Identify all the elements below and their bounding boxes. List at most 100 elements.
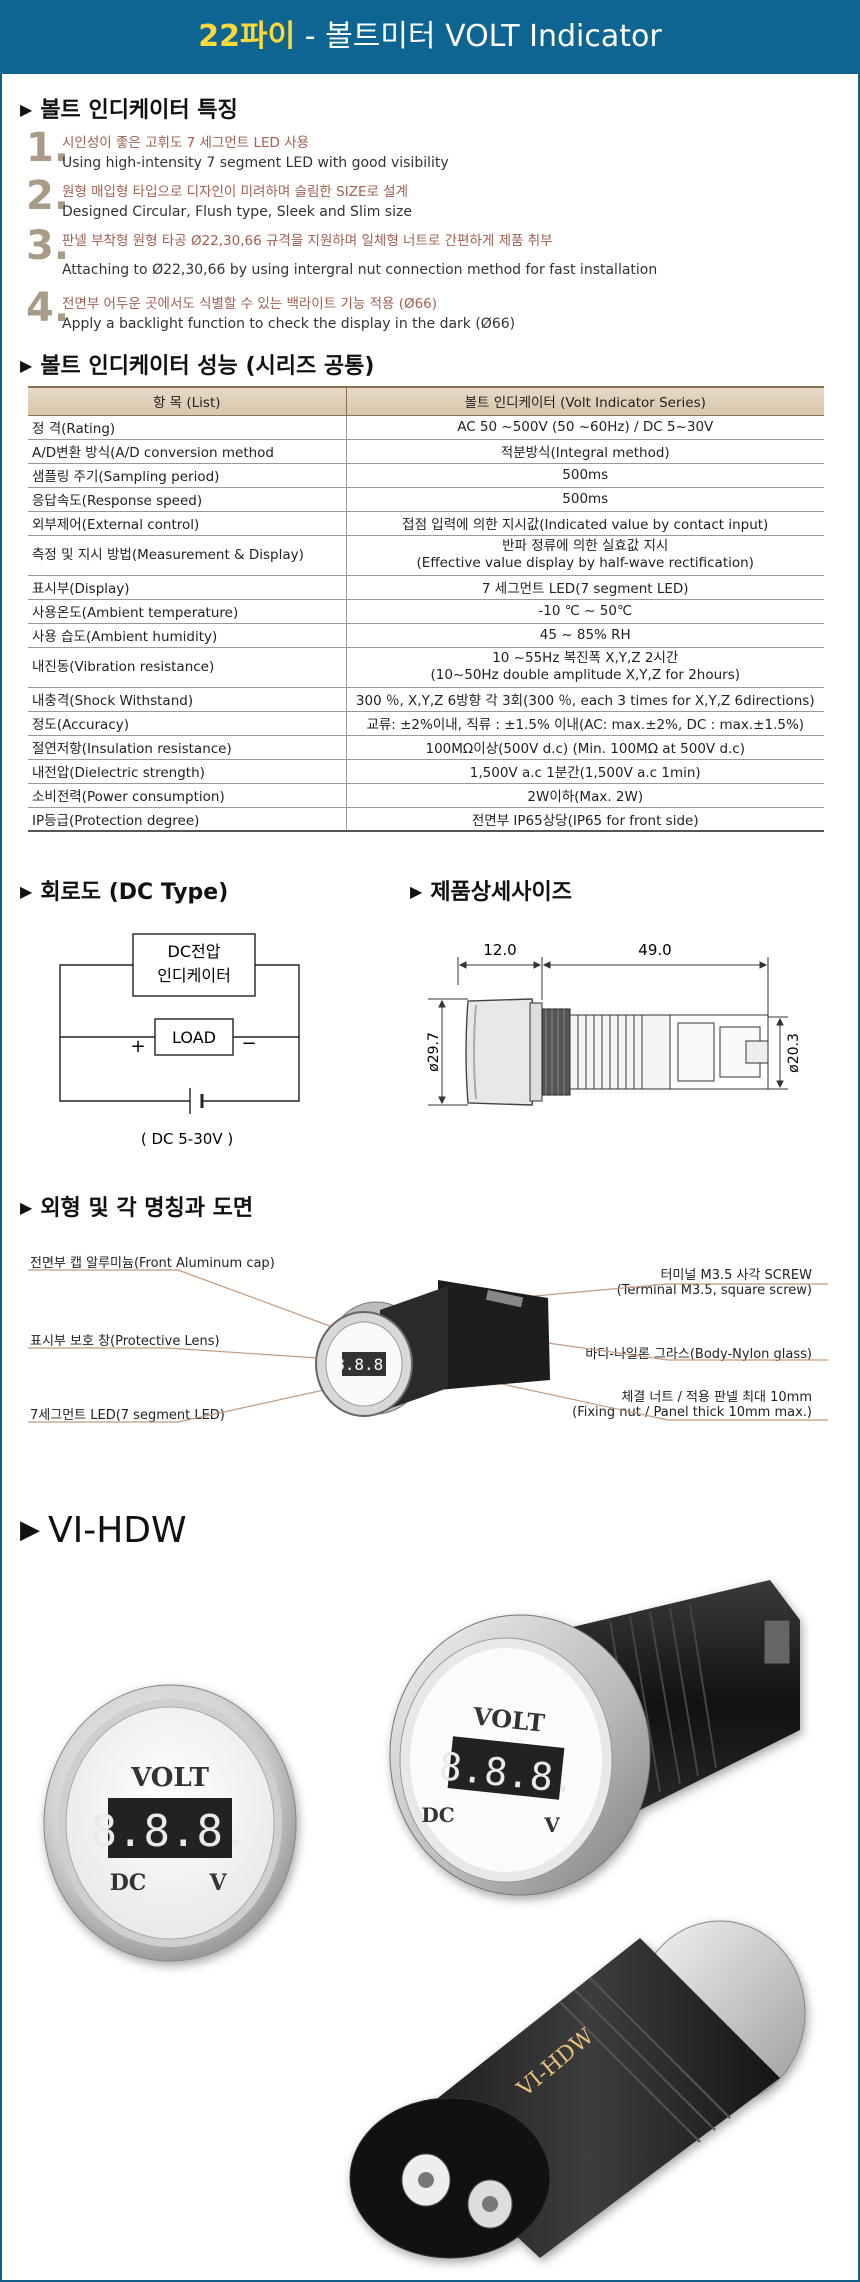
feature-number-3: 3.	[26, 223, 70, 269]
plus-sign: +	[130, 1036, 145, 1057]
table-row: IP등급(Protection degree)전면부 IP65상당(IP65 f…	[28, 807, 824, 832]
table-row: 내전압(Dielectric strength)1,500V a.c 1분간(1…	[28, 759, 824, 784]
triangle-bullet-icon: ▶	[20, 100, 33, 119]
feature-ko-3: 판넬 부착형 원형 타공 Ø22,30,66 규격을 지원하며 일체형 너트로 …	[62, 233, 553, 249]
spec-item: 샘플링 주기(Sampling period)	[28, 463, 347, 488]
spec-value-line2: (10~50Hz double amplitude X,Y,Z for 2hou…	[430, 667, 741, 683]
feature-en-4: Apply a backlight function to check the …	[62, 316, 516, 332]
performance-heading: ▶볼트 인디케이터 성능 (시리즈 공통)	[20, 348, 374, 380]
angled-v-label: V	[543, 1813, 560, 1837]
spec-item: 측정 및 지시 방법(Measurement & Display)	[28, 535, 347, 576]
table-row: 사용온도(Ambient temperature)-10 ℃ ~ 50℃	[28, 599, 824, 624]
circuit-heading: ▶ 회로도 (DC Type)	[20, 874, 228, 906]
feature-number-4: 4.	[26, 285, 70, 331]
product-rear-photo: VI-HDW	[349, 1920, 806, 2259]
title-banner: 22파이 - 볼트미터 VOLT Indicator	[0, 0, 860, 74]
spec-item: 정 격(Rating)	[28, 415, 347, 440]
front-dc-label: DC	[110, 1870, 147, 1896]
table-row: 응답속도(Response speed)500ms	[28, 487, 824, 512]
spec-value: 적분방식(Integral method)	[346, 439, 824, 464]
spec-item: 내충격(Shock Withstand)	[28, 687, 347, 712]
feature-en-2: Designed Circular, Flush type, Sleek and…	[62, 204, 412, 220]
features-title: 볼트 인디케이터 특징	[40, 98, 238, 123]
label-fixing-nut: 체결 너트 / 적용 판넬 최대 10mm (Fixing nut / Pane…	[572, 1386, 812, 1420]
spec-value: 반파 정류에 의한 실효값 지시(Effective value display…	[346, 535, 824, 576]
spec-value: 300 ％, X,Y,Z 6방향 각 3회(300 ％, each 3 time…	[346, 687, 824, 712]
indicator-box-line2: 인디케이터	[157, 966, 231, 985]
label-terminal-en: (Terminal M3.5, square screw)	[616, 1283, 812, 1298]
wire-bottom-left	[59, 1037, 190, 1102]
title-accent: 22파이	[198, 19, 296, 54]
dim-body-length: 49.0	[638, 941, 671, 959]
front-digits: 8.8.8.	[91, 1806, 250, 1857]
spec-value-line1: 반파 정류에 의한 실효값 지시	[502, 538, 669, 554]
parts-heading: ▶외형 및 각 명칭과 도면	[20, 1190, 253, 1222]
dimension-drawing: 12.0 49.0 ø29.7 ø20.3	[426, 941, 802, 1106]
table-row: 내충격(Shock Withstand)300 ％, X,Y,Z 6방향 각 3…	[28, 687, 824, 712]
spec-value: 10 ~55Hz 복진폭 X,Y,Z 2시간(10~50Hz double am…	[346, 647, 824, 688]
spec-value: 전면부 IP65상당(IP65 for front side)	[346, 807, 824, 832]
label-terminal: 터미널 M3.5 사각 SCREW (Terminal M3.5, square…	[617, 1264, 812, 1298]
size-title: 제품상세사이즈	[430, 880, 572, 905]
parts-digits: 8.8.8.	[335, 1355, 393, 1374]
table-row: 정도(Accuracy)교류: ±2%이내, 직류 : ±1.5% 이내(AC:…	[28, 711, 824, 736]
dim-body-diameter: ø20.3	[786, 1033, 802, 1073]
spec-value: 2W이하(Max. 2W)	[346, 783, 824, 808]
spec-value: 500ms	[346, 487, 824, 512]
spec-value-line1: 10 ~55Hz 복진폭 X,Y,Z 2시간	[492, 650, 679, 666]
wire-left	[59, 964, 155, 1038]
triangle-bullet-icon: ▶	[410, 882, 423, 901]
spec-item: 외부제어(External control)	[28, 511, 347, 536]
load-label: LOAD	[172, 1028, 216, 1047]
feature-ko-2: 원형 매입형 타입으로 디자인이 미려하며 슬림한 SIZE로 설계	[62, 184, 409, 200]
spec-value: 1,500V a.c 1분간(1,500V a.c 1min)	[346, 759, 824, 784]
spec-value: 교류: ±2%이내, 직류 : ±1.5% 이내(AC: max.±2%, DC…	[346, 711, 824, 736]
feature-ko-1: 시인성이 좋은 고휘도 7 세그먼트 LED 사용	[62, 135, 310, 151]
label-protective-lens: 표시부 보호 창(Protective Lens)	[30, 1334, 220, 1349]
spec-item: 소비전력(Power consumption)	[28, 783, 347, 808]
spec-value: 45 ~ 85% RH	[346, 623, 824, 648]
spec-value: 접점 입력에 의한 지시값(Indicated value by contact…	[346, 511, 824, 536]
spec-table: 항 목 (List) 볼트 인디케이터 (Volt Indicator Seri…	[28, 386, 824, 832]
parts-drawing: 8.8.8.	[28, 1269, 828, 1423]
table-row: 내진동(Vibration resistance)10 ~55Hz 복진폭 X,…	[28, 647, 824, 688]
spec-value-line2: (Effective value display by half-wave re…	[416, 555, 754, 571]
table-row: 절연저항(Insulation resistance)100MΩ이상(500V …	[28, 735, 824, 760]
spec-item: 사용온도(Ambient temperature)	[28, 599, 347, 624]
spec-header-value: 볼트 인디케이터 (Volt Indicator Series)	[346, 386, 824, 416]
feature-number-2: 2.	[26, 173, 70, 219]
minus-sign: −	[241, 1033, 256, 1054]
table-row: 사용 습도(Ambient humidity)45 ~ 85% RH	[28, 623, 824, 648]
size-heading: ▶ 제품상세사이즈	[410, 874, 572, 906]
label-front-cap: 전면부 캡 알루미늄(Front Aluminum cap)	[30, 1256, 275, 1271]
spec-value: -10 ℃ ~ 50℃	[346, 599, 824, 624]
spec-header-item: 항 목 (List)	[28, 386, 347, 416]
spec-item: 표시부(Display)	[28, 575, 347, 600]
front-v-label: V	[208, 1870, 227, 1896]
spec-value: 500ms	[346, 463, 824, 488]
circuit-title: 회로도 (DC Type)	[40, 880, 229, 905]
spec-item: 내전압(Dielectric strength)	[28, 759, 347, 784]
table-row: 측정 및 지시 방법(Measurement & Display)반파 정류에 …	[28, 535, 824, 576]
front-volt-label: VOLT	[130, 1763, 210, 1793]
triangle-bullet-icon: ▶	[20, 882, 33, 901]
label-body: 바디-나일론 그라스(Body-Nylon glass)	[585, 1347, 812, 1362]
feature-en-1: Using high-intensity 7 segment LED with …	[62, 155, 449, 171]
title-text: - 볼트미터 VOLT Indicator	[295, 19, 662, 54]
dim-front-diameter: ø29.7	[426, 1032, 442, 1072]
spec-item: IP등급(Protection degree)	[28, 807, 347, 832]
spec-table-header: 항 목 (List) 볼트 인디케이터 (Volt Indicator Seri…	[28, 386, 824, 416]
spec-item: 응답속도(Response speed)	[28, 487, 347, 512]
triangle-bullet-icon: ▶	[20, 1198, 33, 1217]
dim-front-length: 12.0	[483, 941, 516, 959]
spec-item: 정도(Accuracy)	[28, 711, 347, 736]
spec-value: AC 50 ~500V (50 ~60Hz) / DC 5~30V	[346, 415, 824, 440]
spec-value: 7 세그먼트 LED(7 segment LED)	[346, 575, 824, 600]
table-row: 외부제어(External control)접점 입력에 의한 지시값(Indi…	[28, 511, 824, 536]
spec-item: 절연저항(Insulation resistance)	[28, 735, 347, 760]
performance-title: 볼트 인디케이터 성능 (시리즈 공통)	[40, 354, 375, 379]
label-fixing-nut-en: (Fixing nut / Panel thick 10mm max.)	[572, 1405, 812, 1420]
load-box	[154, 1018, 234, 1056]
model-heading: ▶VI-HDW	[20, 1510, 187, 1551]
table-row: 소비전력(Power consumption)2W이하(Max. 2W)	[28, 783, 824, 808]
